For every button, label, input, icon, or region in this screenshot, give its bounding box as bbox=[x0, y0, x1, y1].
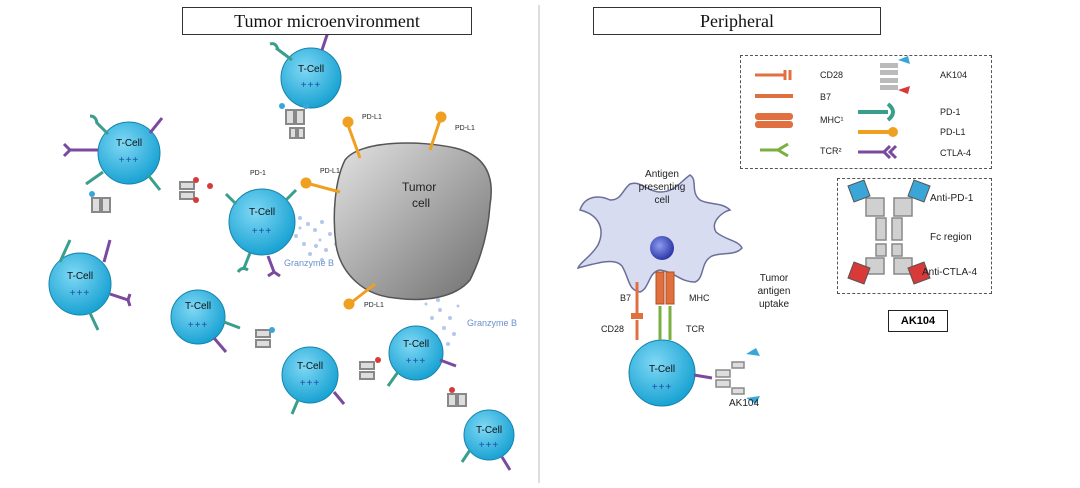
pd1-receptors bbox=[58, 42, 472, 463]
granzyme-label: Granzyme B bbox=[467, 318, 518, 328]
legend-box bbox=[740, 55, 992, 169]
uptake-line1: Tumor bbox=[759, 273, 789, 284]
antibody-legend-box bbox=[837, 178, 992, 294]
apc-line2: presenting bbox=[638, 182, 686, 193]
b7-label: B7 bbox=[620, 293, 632, 303]
mhc-label: MHC bbox=[689, 293, 710, 303]
legend-ctla4: CTLA-4 bbox=[940, 148, 972, 158]
legend-pdl1: PD-L1 bbox=[940, 127, 966, 137]
ak104-box: AK104 bbox=[888, 310, 948, 332]
tcell-label: T-Cell bbox=[115, 138, 143, 149]
uptake-line3: uptake bbox=[758, 299, 790, 310]
uptake-label: Tumor antigen uptake bbox=[748, 272, 800, 311]
tcell-label: T-Cell bbox=[66, 271, 94, 282]
tumor-label: Tumor bbox=[402, 180, 437, 194]
antibody-diagram bbox=[865, 197, 913, 275]
tcell-charge: +++ bbox=[187, 320, 209, 331]
pdl1-label: PD-L1 bbox=[320, 168, 340, 175]
anti-ctla4-label: Anti-CTLA-4 bbox=[922, 267, 978, 278]
apc-nucleus bbox=[650, 236, 674, 260]
tcell-label: T-Cell bbox=[184, 301, 212, 312]
tcell-charge: +++ bbox=[118, 155, 140, 166]
pd1-label: PD-1 bbox=[250, 170, 266, 177]
antibody-tips bbox=[89, 103, 455, 393]
tcell-label: T-Cell bbox=[475, 425, 503, 436]
apc-line3: cell bbox=[654, 195, 670, 206]
legend-pd1: PD-1 bbox=[940, 107, 961, 117]
pdl1-label: PD-L1 bbox=[455, 125, 475, 132]
antibody-variable-regions bbox=[847, 179, 931, 285]
apc-line1: Antigen bbox=[645, 169, 679, 180]
tcell-charge: +++ bbox=[251, 226, 273, 237]
tcell bbox=[170, 289, 226, 345]
apc-label: Antigen presenting cell bbox=[632, 168, 692, 207]
tcell bbox=[280, 47, 342, 109]
ak104-label: AK104 bbox=[729, 398, 760, 409]
title-tumor-microenvironment: Tumor microenvironment bbox=[182, 7, 472, 35]
legend-ak104: AK104 bbox=[940, 70, 968, 80]
apc-ligands bbox=[631, 271, 675, 340]
tcell bbox=[463, 409, 515, 461]
tcell-group bbox=[48, 47, 696, 461]
tcell-charge: +++ bbox=[651, 382, 673, 393]
tcell-charge: +++ bbox=[405, 356, 427, 367]
tcell bbox=[388, 325, 444, 381]
ak104-peripheral bbox=[715, 361, 745, 395]
tumor-label-2: cell bbox=[412, 196, 431, 210]
fc-region-label: Fc region bbox=[930, 232, 972, 243]
tumor-cell bbox=[333, 142, 492, 301]
tcell-charge: +++ bbox=[300, 80, 322, 91]
title-peripheral: Peripheral bbox=[593, 7, 881, 35]
legend-b7: B7 bbox=[820, 92, 832, 102]
tcell bbox=[281, 346, 339, 404]
tcell bbox=[228, 188, 296, 256]
legend-tcr: TCR² bbox=[820, 146, 842, 156]
antibody-bridges bbox=[91, 109, 467, 407]
cd28-label: CD28 bbox=[601, 324, 625, 334]
pdl1-group bbox=[300, 111, 447, 310]
tcell-label: T-Cell bbox=[402, 339, 430, 350]
tcell-label: T-Cell bbox=[648, 364, 676, 375]
uptake-line2: antigen bbox=[757, 286, 791, 297]
tcell bbox=[97, 121, 161, 185]
tcell-charge: +++ bbox=[69, 288, 91, 299]
tcell-charge: +++ bbox=[299, 378, 321, 389]
tcell bbox=[48, 252, 112, 316]
pdl1-label: PD-L1 bbox=[362, 114, 382, 121]
tcell-label: T-Cell bbox=[296, 361, 324, 372]
tcell-charge: +++ bbox=[478, 440, 500, 451]
legend-cd28: CD28 bbox=[820, 70, 844, 80]
legend-mhc: MHC¹ bbox=[820, 115, 844, 125]
legend-icons bbox=[755, 56, 910, 160]
apc-cell bbox=[576, 174, 743, 293]
pdl1-label: PD-L1 bbox=[364, 302, 384, 309]
granzyme-label: Granzyme B bbox=[284, 258, 335, 268]
tcr-label: TCR bbox=[686, 324, 705, 334]
tcell bbox=[628, 339, 696, 407]
anti-pd1-label: Anti-PD-1 bbox=[930, 193, 974, 204]
tcell-label: T-Cell bbox=[248, 207, 276, 218]
tcell-label: T-Cell bbox=[297, 64, 325, 75]
